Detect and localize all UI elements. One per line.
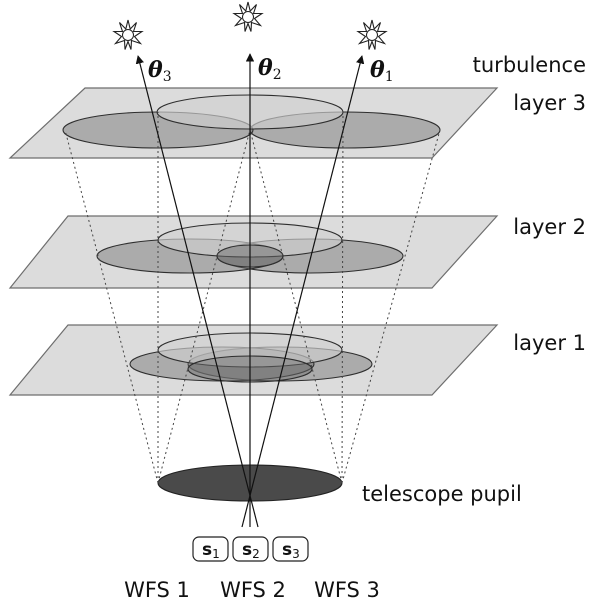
theta-2-label: θ2	[258, 55, 282, 83]
theta-3-label: θ3	[148, 57, 172, 85]
sensor-3-box	[272, 536, 309, 562]
turbulence-layer-2	[8, 215, 499, 289]
sensor-3-label: s3	[282, 540, 300, 561]
wfs-1-label: WFS 1	[124, 578, 190, 602]
sensor-2-label: s2	[242, 540, 260, 561]
guide-star-2-icon	[233, 1, 263, 33]
guide-star-1-icon	[357, 19, 387, 51]
line-of-sight-rays	[135, 53, 365, 528]
wfs-3-label: WFS 3	[314, 578, 380, 602]
guide-star-3-icon	[113, 19, 143, 51]
wfs-2-label: WFS 2	[220, 578, 286, 602]
telescope-pupil-label: telescope pupil	[362, 482, 522, 506]
ray-theta-3	[135, 55, 259, 528]
sensor-1-box	[192, 536, 229, 562]
theta-1-label: θ1	[370, 57, 394, 85]
beam-cone-lines	[64, 111, 441, 484]
layer-3-label-line-2: layer 3	[513, 91, 586, 115]
ray-theta-1	[241, 55, 365, 528]
layer-3-label-line-1: turbulence	[473, 53, 586, 77]
layer-2-label: layer 2	[513, 215, 586, 239]
wavefront-sensors: s1 s2 s3	[192, 536, 309, 562]
turbulence-layer-3	[8, 87, 499, 159]
sensor-2-box	[232, 536, 269, 562]
layer-1-label: layer 1	[513, 331, 586, 355]
turbulence-layer-1	[8, 324, 499, 396]
sensor-1-label: s1	[202, 540, 220, 561]
